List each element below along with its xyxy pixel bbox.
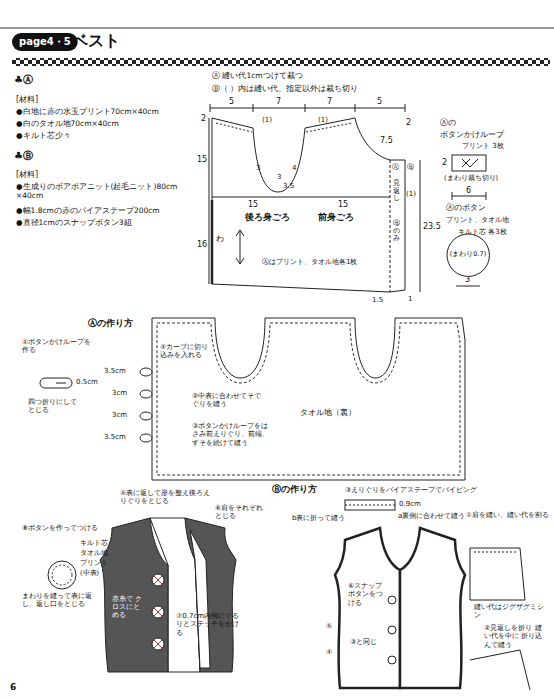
page-title: ベスト [72, 31, 120, 50]
annotation: ⑥肩をそれぞれとじる [215, 504, 267, 521]
annotation: 後ろ身ごろ [245, 212, 290, 223]
annotation: 7 [276, 97, 281, 107]
annotation: 15 [197, 155, 207, 165]
annotation: 1.5 [372, 296, 383, 304]
annotation: 15 [338, 200, 348, 210]
annotation: ③と同じ [350, 638, 377, 646]
annotation: ●白のタオル地70cm×40cm [16, 119, 119, 128]
annotation: Ⓐはプリント、タオル地各1枚 [262, 258, 357, 266]
annotation: ●幅1.8cmの赤のバイアステープ200cm [16, 206, 160, 215]
annotation: ①ボタンかけループを作る [22, 338, 94, 355]
node-text: (まわり0.7) [450, 251, 486, 259]
annotation: 6 [10, 682, 16, 693]
annotation: (1) [262, 116, 272, 124]
annotation: まわりを縫って表に返し、返し口をとじる [22, 592, 100, 609]
annotation: プリント 3枚 [462, 142, 504, 150]
annotation: 0.5cm [76, 378, 98, 386]
annotation: ②中表に合わせてそでぐりを縫う [192, 392, 264, 409]
annotation: ⑤表に返して形を整え後ろえりぐりをとじる [120, 489, 212, 506]
annotation: ⑤ [326, 622, 332, 630]
annotation: 3cm [112, 389, 127, 397]
annotation: 3 [256, 164, 260, 172]
annotation: Ⓑの作り方 [272, 484, 317, 495]
annotation: Ⓐの [440, 118, 456, 128]
checker-band [12, 58, 550, 66]
annotation: 3.5 [283, 182, 294, 190]
annotation: 3.5cm [104, 367, 126, 375]
annotation: プリント [80, 560, 108, 568]
annotation: [材料] [16, 95, 38, 105]
annotation: ②見返しを折り 縫い代を中に 折り込んで縫う [484, 624, 548, 649]
annotation: 赤糸で クロスにとめる [112, 596, 146, 619]
annotation: ③ボタンかけループをはさみ前えりぐり、前端、すそを続けて縫う [192, 422, 272, 447]
annotation: 6 [466, 186, 471, 196]
pattern-piece [209, 104, 420, 292]
annotation: 2 [201, 114, 206, 124]
header-rule [0, 27, 554, 29]
annotation: ♣Ⓑ [14, 150, 33, 162]
annotation: 縫い代はジグザグミシン [474, 604, 550, 620]
fold-mark [56, 383, 66, 384]
annotation: Ⓑ（ ）内は縫い代、指定以外は裁ち切り [212, 84, 358, 93]
annotation: 16 [197, 240, 207, 250]
annotation: ①肩を縫い、縫い代を割る [466, 512, 550, 520]
annotation: わ [216, 234, 224, 244]
annotation: 3cm [112, 411, 127, 419]
annotation: Ⓑのみ [393, 220, 400, 243]
annotation: ④カーブに切り込みを入れる [160, 343, 210, 360]
annotation: ⑥スナップボタンをつける [348, 582, 384, 607]
annotation: (中表) [80, 570, 99, 578]
annotation: 5 [377, 97, 382, 107]
bias-tape [345, 500, 395, 510]
vest-a-flat [40, 318, 465, 480]
annotation: 3 [277, 173, 281, 181]
annotation: タオル地（裏） [300, 408, 356, 417]
button-circle: (まわり0.7) [446, 233, 490, 277]
annotation: [材料] [16, 170, 38, 180]
annotation: 四つ折りにしてとじる [28, 398, 80, 415]
annotation: 2 [442, 158, 447, 168]
annotation: タオル地 [80, 550, 108, 558]
annotation: キルト芯 [80, 540, 108, 548]
annotation: (1) [318, 116, 328, 124]
annotation: ●白地に赤の水玉プリント70cm×40cm [16, 107, 159, 116]
annotation: Ⓐ [392, 163, 399, 171]
annotation: Ⓐのボタン [446, 203, 486, 213]
annotation: ♣Ⓐ [14, 74, 33, 86]
annotation: ボタンかけループ [440, 130, 504, 140]
annotation: 23.5 [423, 222, 441, 232]
node-text: page4・5 [19, 36, 71, 48]
annotation: 3.5cm [104, 433, 126, 441]
annotation: ⑧ボタンを作ってつける [22, 524, 98, 532]
annotation: Ⓐの作り方 [88, 318, 133, 329]
annotation: 2 [406, 118, 411, 128]
annotation: 15 [248, 200, 258, 210]
annotation: 7 [327, 97, 332, 107]
annotation: b表に折って縫う [292, 514, 345, 522]
annotation: ③えりぐりをバイアステープでパイピング [345, 486, 477, 494]
annotation: 5 [229, 97, 234, 107]
annotation: 7.5 [380, 136, 393, 146]
annotation: a裏側に合わせて縫う [398, 512, 465, 520]
annotation: 見返し [393, 180, 400, 203]
annotation: 1 [408, 295, 412, 303]
annotation: Ⓐ 縫い代1cmつけて裁つ [212, 71, 303, 80]
annotation: 0.9cm [399, 500, 421, 508]
annotation: ⑦0.7cm内側にぐるりとステッチをかける [176, 612, 240, 637]
annotation: ●キルト芯少々 [16, 131, 71, 140]
annotation: Ⓑ [407, 163, 414, 171]
page-badge: page4・5 [12, 33, 78, 51]
annotation: プリント、タオル地 [446, 216, 509, 224]
annotation: ④ [326, 648, 332, 656]
annotation: (1) [406, 190, 416, 198]
annotation: 前身ごろ [318, 212, 354, 223]
annotation: ●直径1cmのスナップボタン3組 [16, 218, 132, 227]
annotation: 4 [292, 164, 296, 172]
annotation: (まわり裁ち切り) [444, 175, 498, 183]
annotation: ●生成りのボアポアニット(起毛ニット)80cm ×40cm [16, 182, 186, 200]
